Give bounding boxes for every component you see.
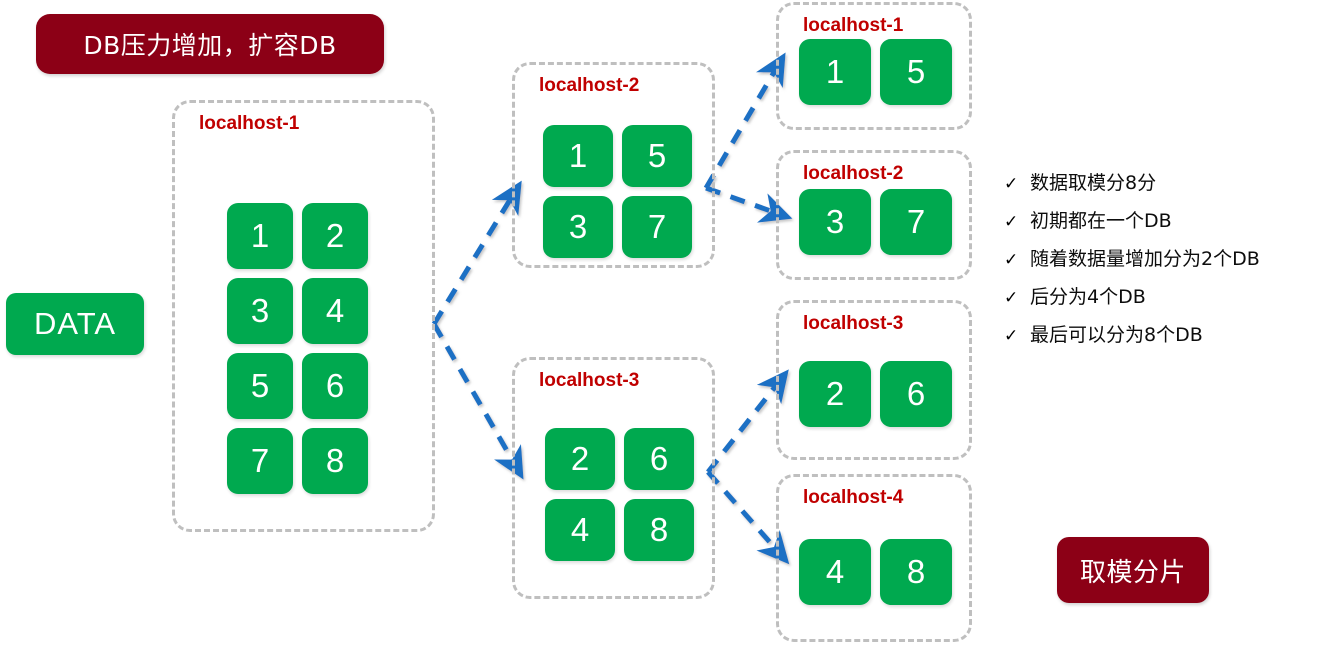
shard-cell[interactable]: 4 (302, 278, 368, 344)
shard-cell[interactable]: 7 (880, 189, 952, 255)
list-item: ✓ 数据取模分8分 (1004, 170, 1324, 197)
list-item-label: 最后可以分为8个DB (1030, 324, 1203, 346)
shard-cell[interactable]: 3 (543, 196, 613, 258)
shard-cell[interactable]: 6 (624, 428, 694, 490)
shard-grid: 1 2 3 4 5 6 7 8 (227, 203, 368, 494)
shard-cell[interactable]: 3 (227, 278, 293, 344)
shard-cell[interactable]: 3 (799, 189, 871, 255)
host-container-split4-1[interactable]: localhost-1 1 5 (776, 2, 972, 130)
host-title: localhost-2 (803, 163, 904, 184)
check-icon: ✓ (1004, 212, 1019, 232)
arrow-source-to-m2 (431, 322, 524, 480)
shard-cell[interactable]: 1 (543, 125, 613, 187)
host-title: localhost-4 (803, 487, 904, 508)
shard-cell[interactable]: 2 (799, 361, 871, 427)
host-container-split2-1[interactable]: localhost-2 1 5 3 7 (512, 62, 715, 268)
list-item-label: 初期都在一个DB (1030, 210, 1172, 232)
shard-cell[interactable]: 1 (227, 203, 293, 269)
host-title: localhost-3 (803, 313, 904, 334)
shard-cell[interactable]: 2 (545, 428, 615, 490)
notes-list: ✓ 数据取模分8分 ✓ 初期都在一个DB ✓ 随着数据量增加分为2个DB ✓ 后… (1004, 170, 1324, 360)
shard-cell[interactable]: 5 (880, 39, 952, 105)
host-title: localhost-3 (539, 370, 640, 391)
shard-grid: 2 6 4 8 (545, 428, 694, 561)
arrow-m2-to-r4 (706, 470, 790, 565)
shard-cell[interactable]: 7 (227, 428, 293, 494)
list-item-label: 数据取模分8分 (1030, 172, 1157, 194)
shard-cell[interactable]: 4 (545, 499, 615, 561)
list-item-label: 随着数据量增加分为2个DB (1030, 248, 1260, 270)
shard-cell[interactable]: 6 (302, 353, 368, 419)
shard-cell[interactable]: 1 (799, 39, 871, 105)
list-item: ✓ 最后可以分为8个DB (1004, 322, 1324, 349)
shard-grid: 1 5 3 7 (543, 125, 692, 258)
list-item-label: 后分为4个DB (1030, 286, 1146, 308)
shard-cell[interactable]: 8 (624, 499, 694, 561)
shard-cell[interactable]: 4 (799, 539, 871, 605)
check-icon: ✓ (1004, 174, 1019, 194)
shard-cell[interactable]: 8 (302, 428, 368, 494)
shard-grid: 1 5 (799, 39, 952, 105)
arrow-m2-to-r3 (706, 369, 789, 474)
arrow-m1-to-r1 (703, 52, 786, 190)
shard-cell[interactable]: 6 (880, 361, 952, 427)
list-item: ✓ 后分为4个DB (1004, 284, 1324, 311)
host-container-split4-3[interactable]: localhost-3 2 6 (776, 300, 972, 460)
host-title: localhost-1 (803, 15, 904, 36)
host-container-source[interactable]: localhost-1 1 2 3 4 5 6 7 8 (172, 100, 435, 532)
list-item: ✓ 随着数据量增加分为2个DB (1004, 246, 1324, 273)
data-source-box: DATA (6, 293, 144, 355)
host-title: localhost-1 (199, 113, 300, 134)
check-icon: ✓ (1004, 326, 1019, 346)
host-container-split4-4[interactable]: localhost-4 4 8 (776, 474, 972, 642)
shard-strategy-badge: 取模分片 (1057, 537, 1209, 603)
arrow-m1-to-r2 (705, 185, 793, 223)
host-container-split4-2[interactable]: localhost-2 3 7 (776, 150, 972, 280)
arrow-source-to-m1 (431, 180, 522, 326)
shard-cell[interactable]: 2 (302, 203, 368, 269)
shard-cell[interactable]: 8 (880, 539, 952, 605)
shard-cell[interactable]: 5 (227, 353, 293, 419)
list-item: ✓ 初期都在一个DB (1004, 208, 1324, 235)
check-icon: ✓ (1004, 288, 1019, 308)
banner-title: DB压力增加，扩容DB (36, 14, 384, 74)
shard-grid: 4 8 (799, 539, 952, 605)
host-title: localhost-2 (539, 75, 640, 96)
shard-cell[interactable]: 7 (622, 196, 692, 258)
host-container-split2-2[interactable]: localhost-3 2 6 4 8 (512, 357, 715, 599)
shard-grid: 2 6 (799, 361, 952, 427)
check-icon: ✓ (1004, 250, 1019, 270)
shard-cell[interactable]: 5 (622, 125, 692, 187)
shard-grid: 3 7 (799, 189, 952, 255)
